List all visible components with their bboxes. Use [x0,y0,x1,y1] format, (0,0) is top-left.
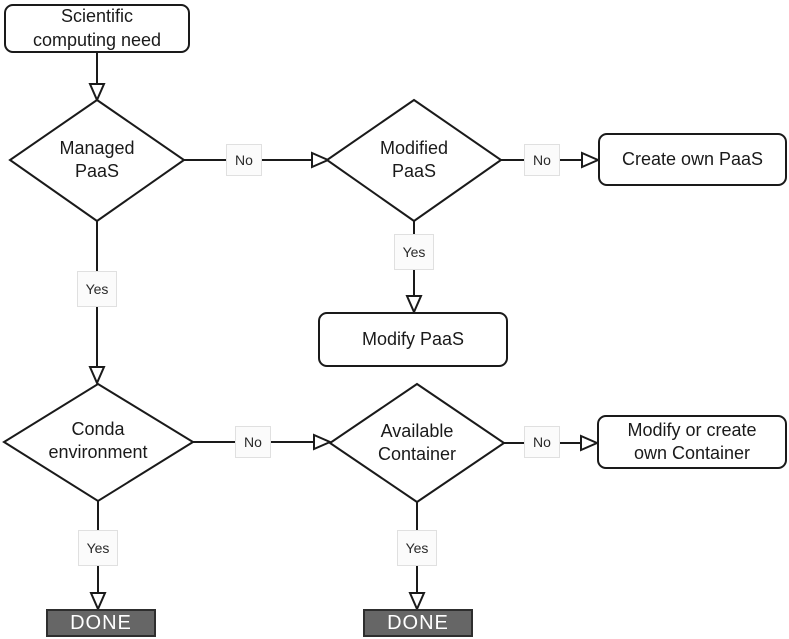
edge-label-conda-no: No [235,426,271,458]
start-node: Scientific computing need [4,4,190,53]
arrowhead-down-icon [88,366,106,386]
modify-or-create-container-node: Modify or create own Container [597,415,787,469]
edge-label-managed-no: No [226,144,262,176]
arrowhead-right-icon [311,151,331,169]
edge-label-modified-yes: Yes [394,234,434,270]
arrowhead-right-icon [581,151,601,169]
available-container-diamond-shape [328,382,506,504]
done-node-right: DONE [363,609,473,637]
modified-paas-label: Modified PaaS [379,137,449,181]
arrowhead-down-icon [89,592,107,612]
arrowhead-down-icon [88,83,106,103]
arrowhead-down-icon [405,295,423,315]
done-node-left: DONE [46,609,156,637]
arrowhead-right-icon [580,434,600,452]
managed-paas-diamond-shape [8,98,186,223]
edge-label-available-yes: Yes [397,530,437,566]
available-container-label: Available Container [377,420,457,464]
edge-label-managed-yes: Yes [77,271,117,307]
edge-label-conda-yes: Yes [78,530,118,566]
conda-environment-label: Conda environment [48,418,148,462]
modify-paas-node: Modify PaaS [318,312,508,367]
create-own-paas-node: Create own PaaS [598,133,787,186]
edge-label-available-no: No [524,426,560,458]
modified-paas-diamond-shape [325,98,503,223]
edge-label-modified-no: No [524,144,560,176]
arrowhead-right-icon [313,433,333,451]
conda-environment-diamond-shape [2,382,195,503]
arrowhead-down-icon [408,592,426,612]
managed-paas-label: Managed PaaS [59,137,135,181]
